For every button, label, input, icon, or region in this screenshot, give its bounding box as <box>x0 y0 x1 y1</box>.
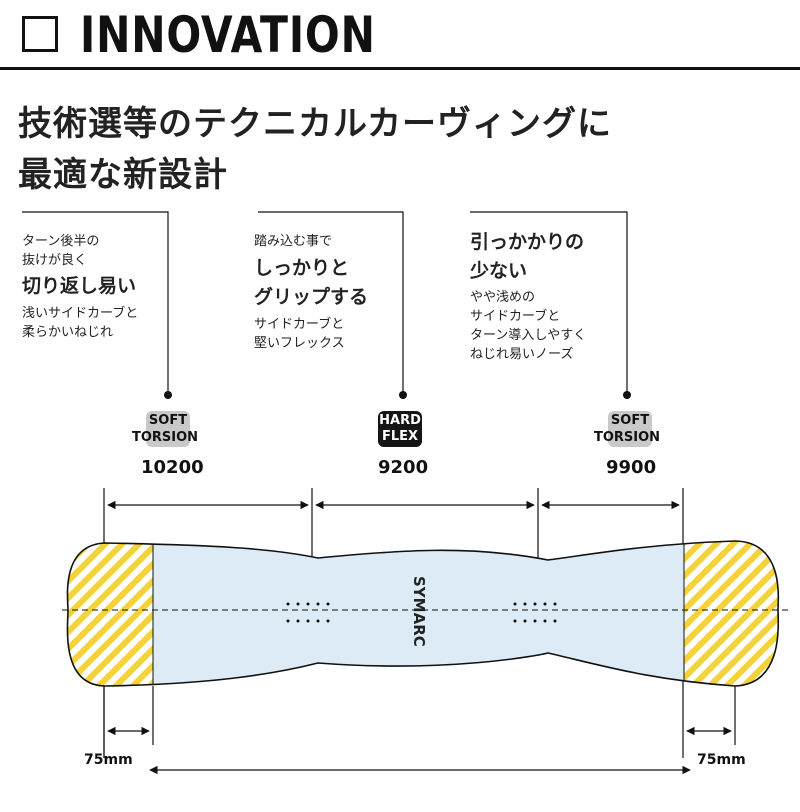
callout-bold: 切り返し易い <box>22 275 137 297</box>
leader-dot-right <box>623 391 631 399</box>
header-rule <box>0 67 800 70</box>
badge-line: FLEX <box>381 429 419 444</box>
dimension-arrows <box>107 726 732 775</box>
callout-bold: グリップする <box>254 286 369 308</box>
dim-label-left: 75mm <box>84 752 133 768</box>
badge-line: TORSION <box>594 430 661 445</box>
badge-soft-torsion-right: SOFT <box>608 411 652 447</box>
callout-text: 柔らかいねじれ <box>22 325 114 340</box>
flex-value-right: 9900 <box>606 457 657 478</box>
leader-lines <box>22 211 628 395</box>
binding-inserts-right <box>513 602 557 623</box>
callout-text: ねじれ易いノーズ <box>470 347 574 362</box>
badge-line: SOFT <box>148 413 188 428</box>
binding-inserts-left <box>286 602 330 623</box>
brand-logo: SYMARC <box>410 576 428 647</box>
flex-value-left: 10200 <box>141 457 204 478</box>
leader-line-center <box>258 211 404 395</box>
callout-text: サイドカーブと <box>254 317 345 332</box>
badge-hard-flex: HARD FLEX <box>378 411 422 447</box>
callout-right: 引っかかりの 少ない やや浅めの サイドカーブと ターン導入しやすく ねじれ易い… <box>470 228 586 364</box>
dim-label-right: 75mm <box>697 752 746 768</box>
callout-bold: しっかりと <box>254 257 350 279</box>
flex-value-center: 9200 <box>378 457 429 478</box>
leader-dot-center <box>399 391 407 399</box>
snowboard: SYMARC <box>62 540 792 687</box>
leader-line-left <box>22 211 169 395</box>
callout-text: 抜けが良く <box>22 253 88 268</box>
checkbox-icon <box>22 16 58 52</box>
callout-text: ターン後半の <box>22 234 100 249</box>
headline-line-1: 技術選等のテクニカルカーヴィングに <box>18 104 612 144</box>
leader-dot-left <box>164 391 172 399</box>
callout-bold: 引っかかりの <box>470 231 585 253</box>
badge-line: SOFT <box>610 413 650 428</box>
tip-stripe-left <box>67 541 153 686</box>
badge-soft-torsion-left: SOFT <box>146 411 190 447</box>
callout-text: サイドカーブと <box>470 309 561 324</box>
header: INNOVATION <box>0 0 800 70</box>
callout-text: 浅いサイドカーブと <box>22 306 139 321</box>
callout-text: 踏み込む事で <box>254 234 333 249</box>
tip-stripe-right <box>684 541 779 686</box>
headline-line-2: 最適な新設計 <box>18 155 228 195</box>
callout-text: 堅いフレックス <box>254 336 345 351</box>
callout-left: ターン後半の 抜けが良く 切り返し易い 浅いサイドカーブと 柔らかいねじれ <box>22 232 138 342</box>
callout-text: ターン導入しやすく <box>470 328 587 343</box>
board-outline <box>66 540 780 687</box>
leader-line-right <box>470 211 628 395</box>
callout-text: やや浅めの <box>470 290 536 305</box>
badge-line: TORSION <box>132 430 199 445</box>
page-title: INNOVATION <box>80 6 376 64</box>
badge-line: HARD <box>379 413 421 428</box>
callout-center: 踏み込む事で しっかりと グリップする サイドカーブと 堅いフレックス <box>254 232 368 353</box>
callout-bold: 少ない <box>470 260 528 282</box>
